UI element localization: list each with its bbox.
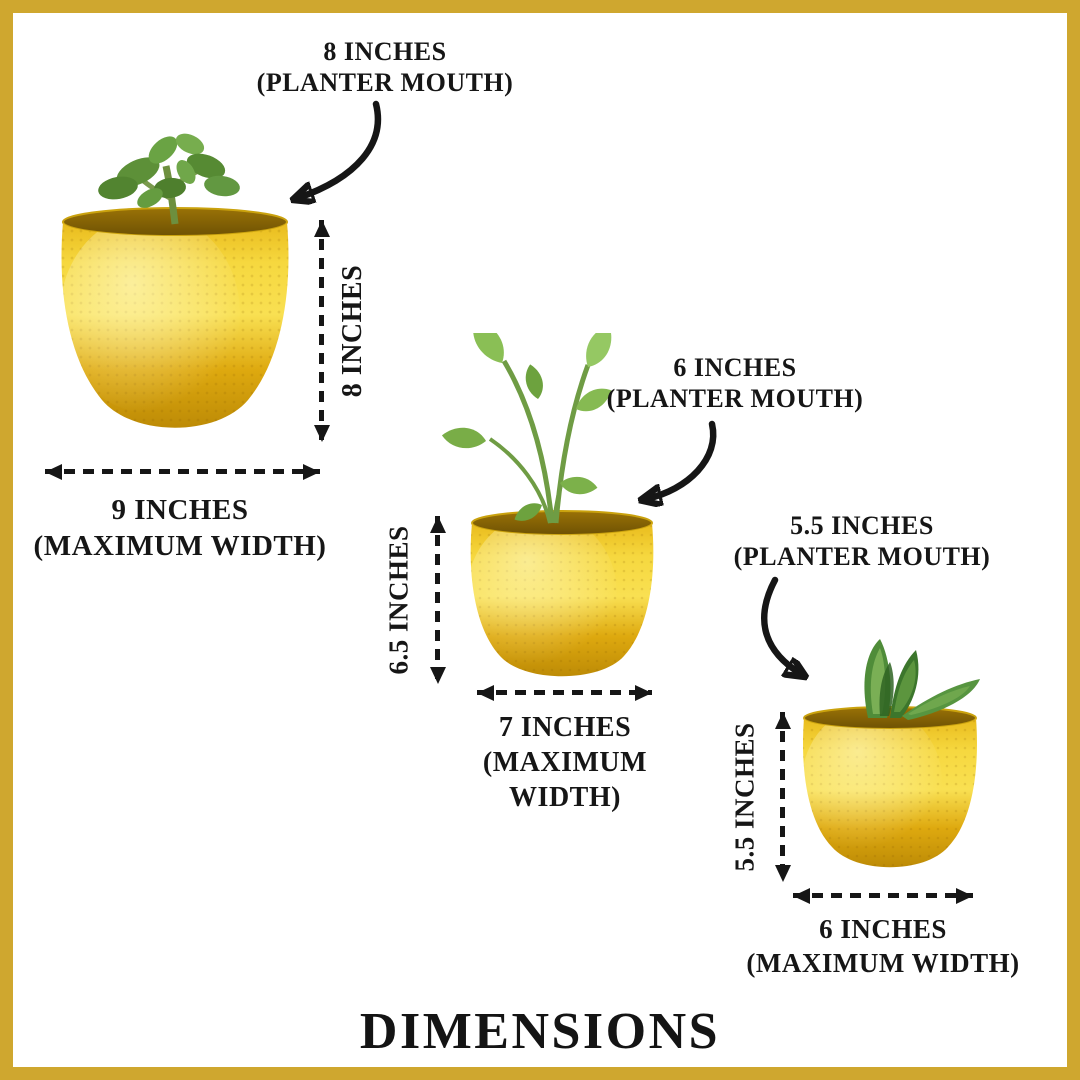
medium-planter-width-line1: 7 INCHES [498, 712, 632, 743]
small-planter-height-label: 5.5 INCHES [729, 722, 760, 872]
small-planter-width-line1: 6 INCHES [819, 914, 947, 944]
large-planter-mouth-arrow [282, 100, 382, 214]
medium-planter-height-label: 6.5 INCHES [383, 525, 414, 675]
small-planter-image [803, 639, 980, 868]
medium-planter-image [440, 333, 654, 677]
syngonium-plant-icon [440, 333, 622, 525]
medium-planter-opening [471, 510, 653, 536]
small-planter-height-arrow [780, 712, 785, 882]
small-planter-mouth-line1: 5.5 INCHES [790, 511, 934, 540]
large-planter-mouth-label: 8 INCHES (PLANTER MOUTH) [235, 36, 535, 98]
small-planter-width-label: 6 INCHES (MAXIMUM WIDTH) [738, 913, 1028, 981]
medium-planter-mouth-line1: 6 INCHES [673, 353, 797, 382]
page-title: DIMENSIONS [359, 1003, 721, 1060]
jade-plant-icon [98, 133, 240, 225]
small-planter-mouth-label: 5.5 INCHES (PLANTER MOUTH) [712, 510, 1012, 572]
medium-planter-width-line2: (MAXIMUM WIDTH) [482, 747, 648, 813]
large-planter-height-arrow [319, 220, 324, 442]
snake-plant-icon [864, 639, 980, 720]
small-planter-width-line2: (MAXIMUM WIDTH) [746, 947, 1020, 978]
medium-planter-width-label: 7 INCHES (MAXIMUM WIDTH) [425, 710, 705, 815]
medium-planter-width-arrow [477, 690, 652, 695]
medium-planter-mouth-label: 6 INCHES (PLANTER MOUTH) [585, 352, 885, 414]
medium-planter-height-arrow [435, 516, 440, 684]
large-planter-mouth-line1: 8 INCHES [323, 37, 447, 66]
large-planter-mouth-line2: (PLANTER MOUTH) [256, 68, 514, 98]
small-planter-width-arrow [793, 893, 973, 898]
large-planter-width-arrow [45, 469, 320, 474]
large-planter-height-label: 8 INCHES [337, 264, 368, 398]
small-planter-mouth-arrow [761, 576, 828, 686]
large-planter-width-line2: (MAXIMUM WIDTH) [33, 530, 327, 563]
large-planter-image [61, 133, 289, 428]
small-planter-mouth-line2: (PLANTER MOUTH) [733, 542, 991, 572]
large-planter-width-label: 9 INCHES (MAXIMUM WIDTH) [25, 492, 335, 565]
medium-planter-mouth-arrow [632, 420, 717, 513]
large-planter-width-line1: 9 INCHES [111, 494, 249, 526]
medium-planter-mouth-line2: (PLANTER MOUTH) [606, 384, 864, 414]
